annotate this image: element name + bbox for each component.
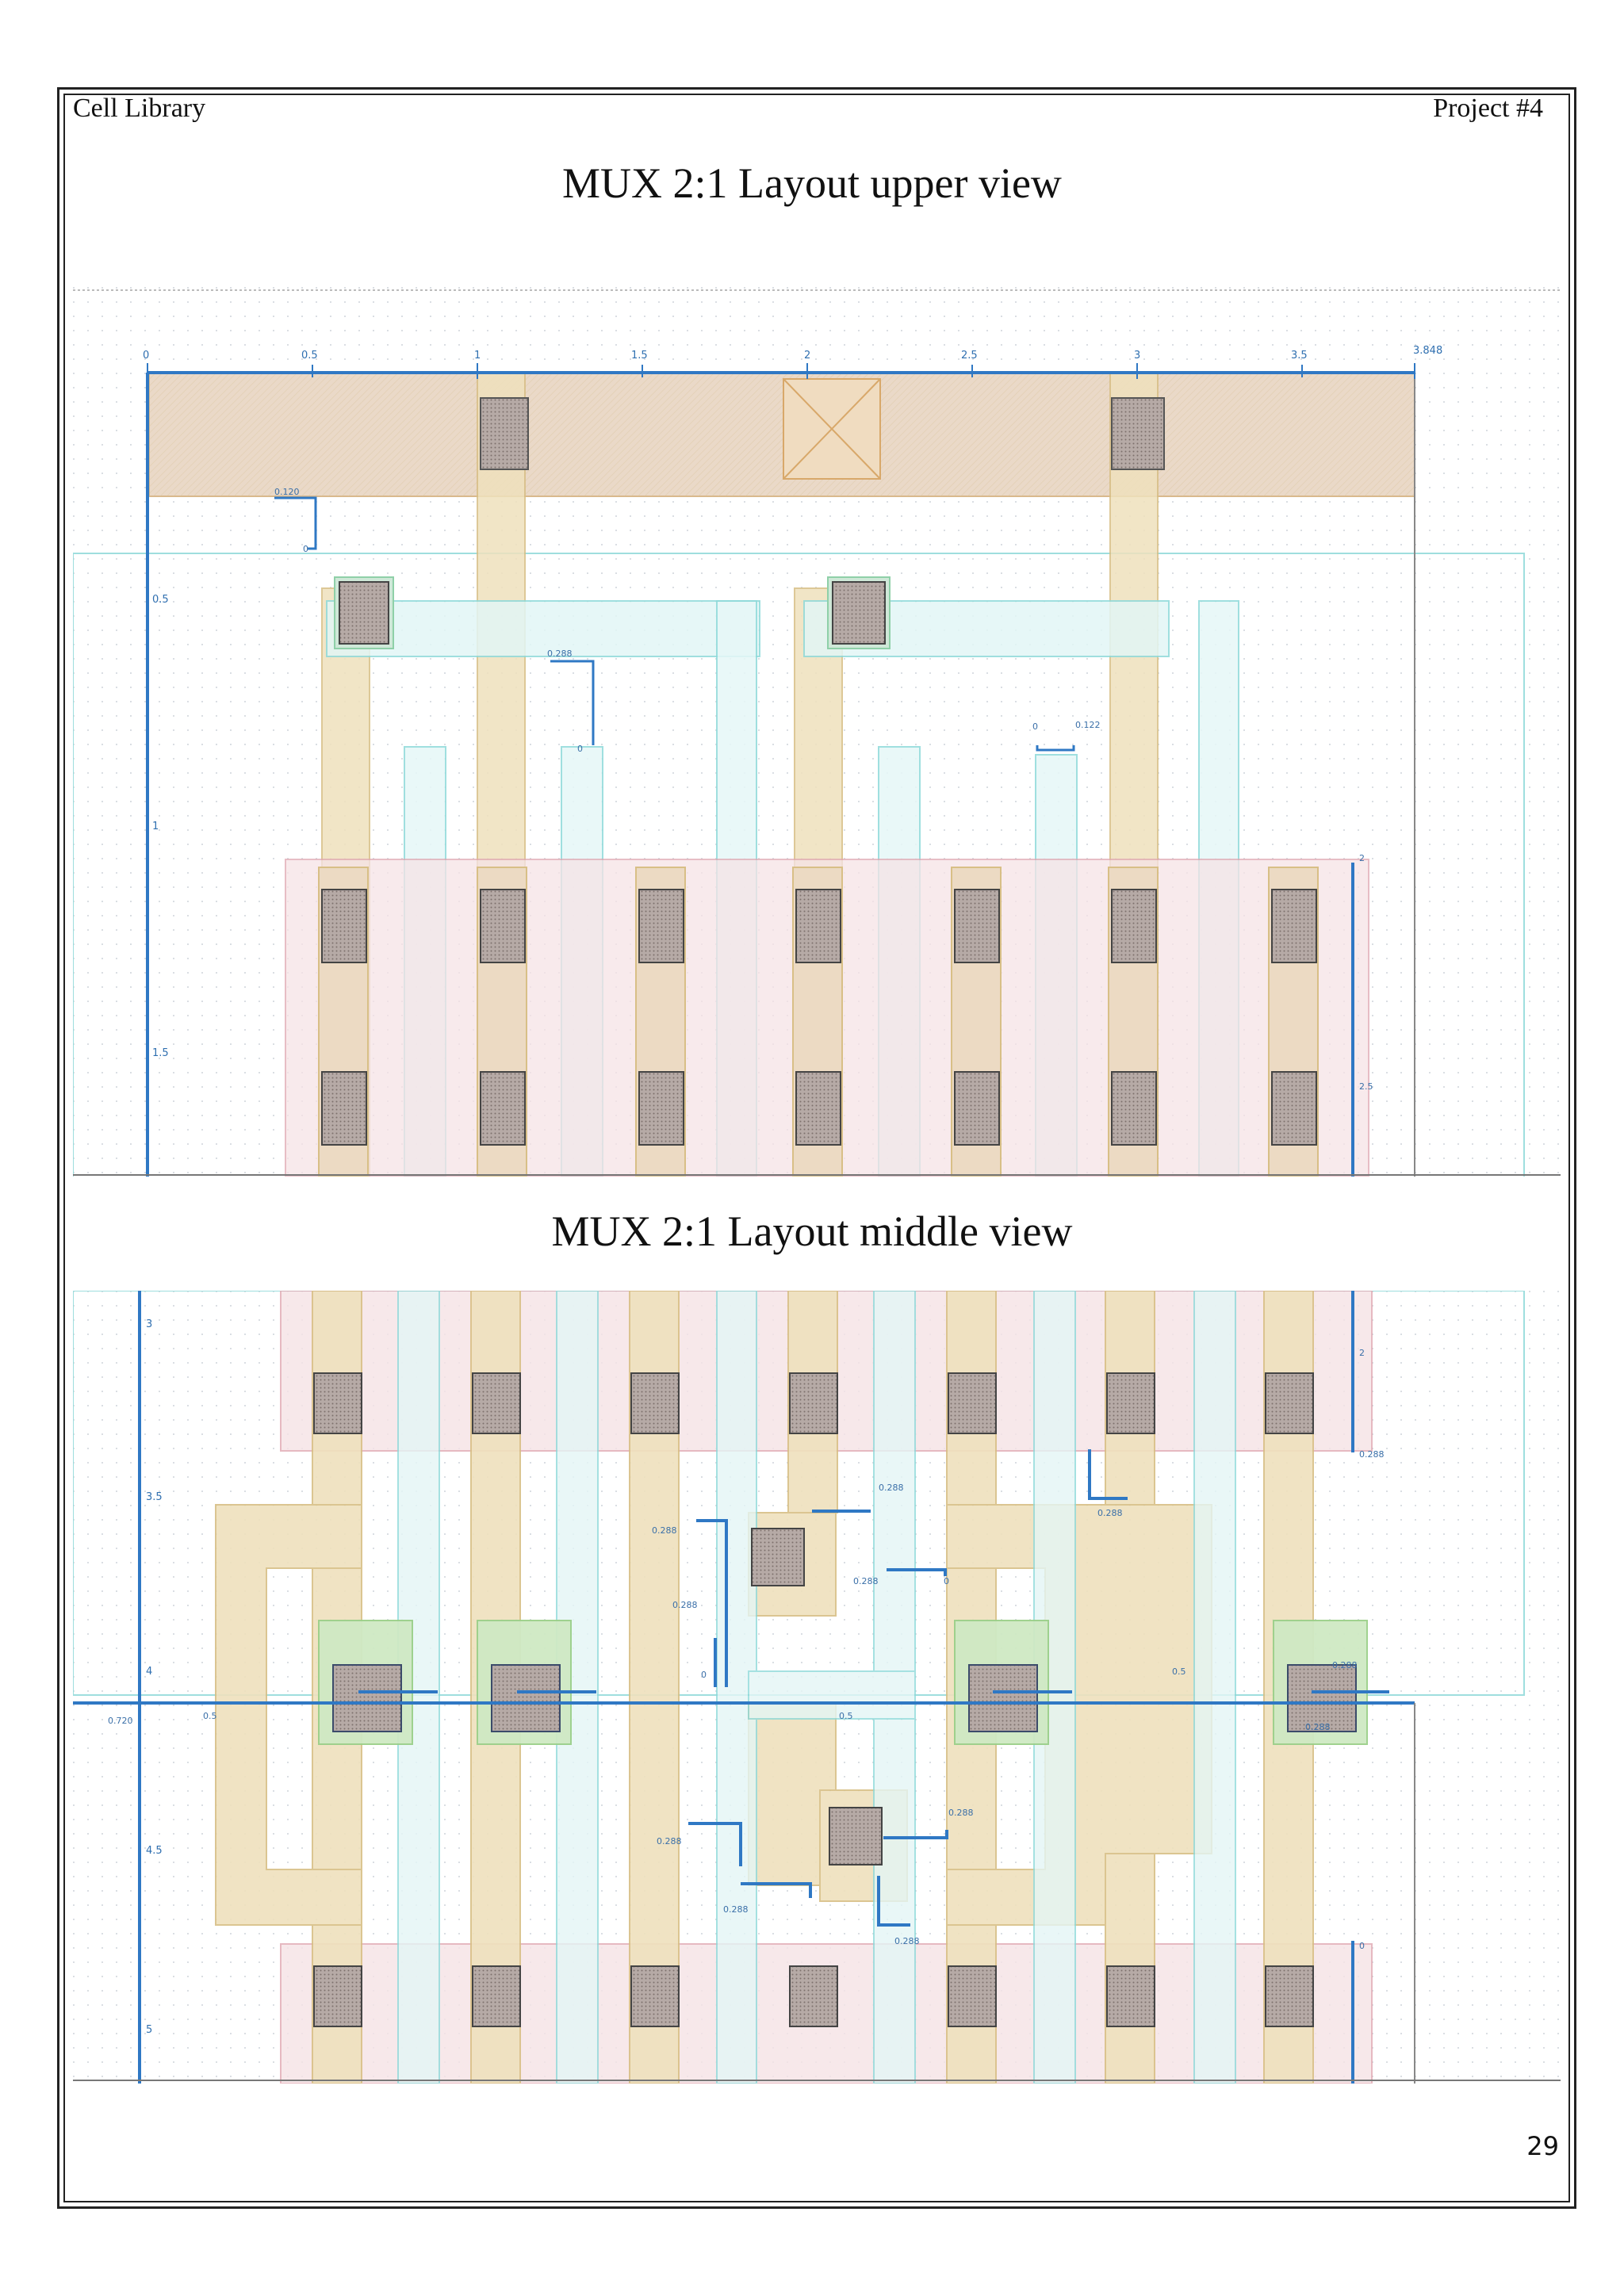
dim-label: 2 xyxy=(1359,1348,1365,1358)
dim-label: 0.120 xyxy=(274,487,300,497)
dim-label: 0.5 xyxy=(203,1711,217,1721)
dim-label: 0.288 xyxy=(1305,1722,1331,1732)
dim-label: 0.288 xyxy=(723,1904,749,1915)
dim-label: 0 xyxy=(1359,1941,1365,1951)
header-left: Cell Library xyxy=(73,94,206,123)
v-tick-1: 1 xyxy=(152,821,159,832)
header-right: Project #4 xyxy=(1433,94,1543,123)
ruler-tick-1: 1 xyxy=(474,350,481,362)
dim-label: 2 xyxy=(1359,853,1365,863)
dim-label: 0 xyxy=(303,544,308,554)
middle-layout-view: 3 3.5 4 4.5 5 2 0.288 0.288 0.288 0 0.28… xyxy=(73,1291,1561,2084)
page-number: 29 xyxy=(1526,2131,1559,2161)
v-tick-5: 5 xyxy=(146,2024,152,2036)
v-tick-0.5: 0.5 xyxy=(152,594,169,606)
v-tick-4: 4 xyxy=(146,1666,152,1678)
dim-label: 0.288 xyxy=(948,1808,974,1818)
ruler-tick-0.5: 0.5 xyxy=(301,350,318,362)
dim-label: 0.288 xyxy=(652,1525,677,1536)
dim-label: 0.5 xyxy=(1172,1667,1186,1677)
page-border-outer xyxy=(57,87,1576,2209)
page-border-inner xyxy=(63,94,1570,2202)
ruler-tick-0: 0 xyxy=(143,350,149,362)
v-tick-3.5: 3.5 xyxy=(146,1491,163,1503)
dim-label: 0.288 xyxy=(547,649,573,659)
dim-label: 0.288 xyxy=(1332,1660,1358,1670)
dim-label: 0.720 xyxy=(108,1716,133,1726)
dim-label: 0.288 xyxy=(657,1836,682,1846)
ruler-tick-1.5: 1.5 xyxy=(631,350,648,362)
ruler-tick-2: 2 xyxy=(804,350,810,362)
upper-layout-view: 0 0.5 1 1.5 2 2.5 3 3.5 3.848 0.5 1 1.5 … xyxy=(73,287,1561,1177)
upper-view-title: MUX 2:1 Layout upper view xyxy=(562,159,1062,207)
dim-label: 0 xyxy=(577,744,583,754)
ruler-tick-3: 3 xyxy=(1134,350,1140,362)
dim-label: 0.5 xyxy=(839,1711,853,1721)
ruler-tick-2.5: 2.5 xyxy=(961,350,978,362)
dim-label: 0.288 xyxy=(879,1483,904,1493)
dim-label: 0.288 xyxy=(894,1936,920,1946)
ruler-tick-3.5: 3.5 xyxy=(1291,350,1308,362)
ruler-tick-3.848: 3.848 xyxy=(1413,345,1442,357)
dim-label: 0.288 xyxy=(853,1576,879,1586)
dim-label: 2.5 xyxy=(1359,1081,1373,1092)
v-tick-1.5: 1.5 xyxy=(152,1047,169,1059)
v-tick-3: 3 xyxy=(146,1318,152,1330)
v-tick-4.5: 4.5 xyxy=(146,1845,163,1857)
dim-label: 0.288 xyxy=(1359,1449,1385,1460)
dim-label: 0 xyxy=(701,1670,707,1680)
upper-layout-canvas: 0 0.5 1 1.5 2 2.5 3 3.5 3.848 0.5 1 1.5 … xyxy=(73,287,1561,1177)
dim-label: 0.122 xyxy=(1075,720,1101,730)
middle-view-title: MUX 2:1 Layout middle view xyxy=(551,1207,1073,1255)
dim-label: 0 xyxy=(944,1576,949,1586)
dim-label: 0 xyxy=(1032,721,1038,732)
dim-label: 0.288 xyxy=(672,1600,698,1610)
dim-label: 0.288 xyxy=(1097,1508,1123,1518)
middle-layout-canvas: 3 3.5 4 4.5 5 2 0.288 0.288 0.288 0 0.28… xyxy=(73,1291,1561,2084)
